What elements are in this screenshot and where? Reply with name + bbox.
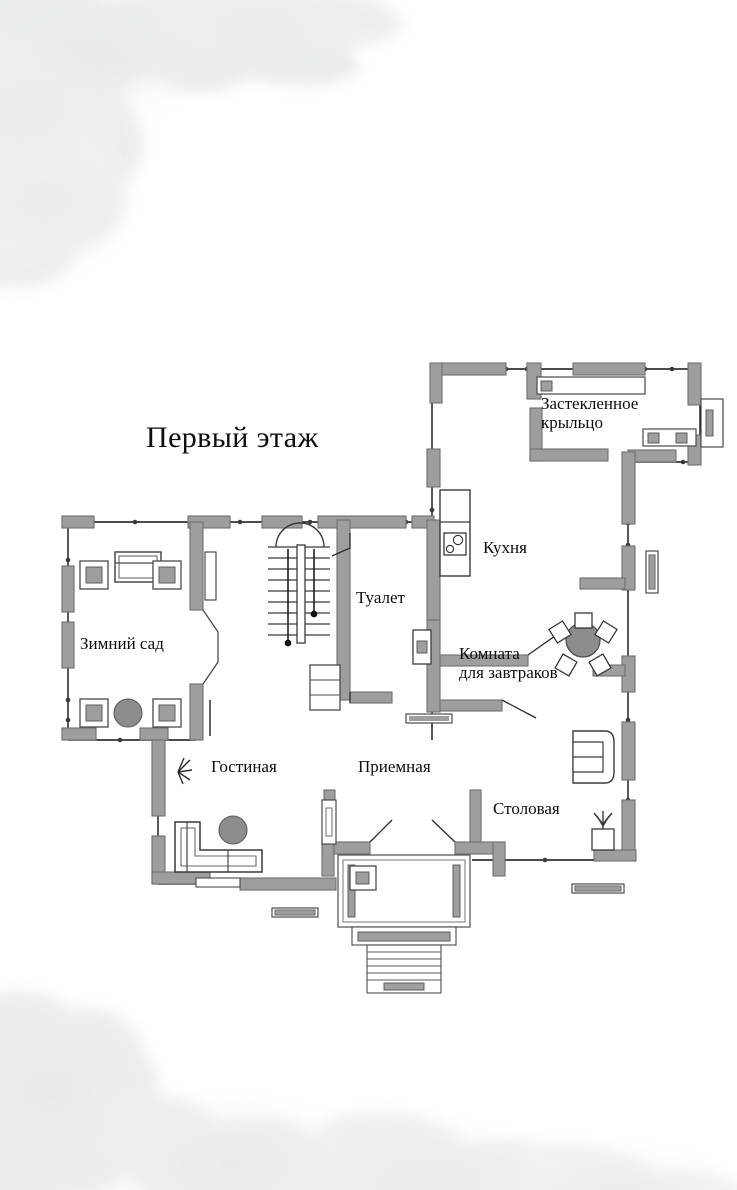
wall-right-a (621, 451, 636, 525)
wall-conservatory-bottom-left (61, 727, 97, 741)
walls (61, 362, 724, 918)
room-label-breakfast-room-line1: Комната (459, 644, 520, 663)
entry-threshold (351, 926, 457, 946)
conservatory-armchair-bottom-left (79, 698, 109, 728)
toilet-fixture (405, 629, 453, 724)
staircase (268, 522, 351, 711)
staircase-rail-center (296, 544, 306, 644)
wall-conservatory-left-mid (61, 565, 75, 613)
conservatory-bay-opening (202, 609, 219, 685)
wall-hall-bottom-stub (349, 691, 393, 704)
wall-porch-top-a (441, 362, 507, 376)
wall-breakfast-bottom (439, 699, 503, 712)
wall-right-bottom (593, 849, 637, 862)
porch-exterior-door (700, 398, 724, 448)
room-label-glazed-porch: Застекленное крыльцо (541, 394, 691, 432)
hall-door-swing (331, 533, 351, 557)
wall-center-upper (426, 448, 441, 488)
living-round-table (218, 815, 248, 845)
stair-lower-flight (309, 664, 341, 711)
wall-reception-vert-right (469, 789, 482, 849)
wall-reception-side-right (492, 841, 506, 877)
dining-sofa (572, 730, 615, 784)
wall-conservatory-right-lower (189, 683, 204, 741)
cloud-decoration-top-left-soft (0, 0, 370, 280)
room-label-reception: Приемная (358, 757, 431, 776)
wall-conservatory-right-upper (189, 521, 204, 611)
wall-top-b (261, 515, 303, 529)
cloud-decoration-bottom-left-soft (0, 1000, 737, 1190)
kitchen-counter (439, 489, 471, 577)
plan-geometry (61, 362, 724, 994)
entry-vestibule (337, 854, 471, 928)
conservatory-armchair-bottom-right (152, 698, 182, 728)
room-label-kitchen: Кухня (483, 538, 527, 557)
wall-porch-top-left (429, 362, 443, 404)
room-label-dining-room: Столовая (493, 799, 560, 818)
conservatory-armchair-top-right (152, 560, 182, 590)
window-right-dining-fill (648, 554, 656, 590)
wall-living-left-top (139, 727, 169, 741)
wall-top-left-corner (61, 515, 95, 529)
conservatory-round-table (113, 698, 143, 728)
room-label-living-room: Гостиная (211, 757, 277, 776)
wall-top-c (317, 515, 407, 529)
wall-kitchen-vert (426, 519, 441, 621)
room-label-conservatory: Зимний сад (80, 634, 164, 653)
room-label-toilet: Туалет (356, 588, 405, 607)
room-label-breakfast-room-line2: для завтраков (459, 663, 558, 683)
window-bottom-dining-fill (574, 885, 622, 892)
room-label-breakfast-room: Комната для завтраков (459, 644, 599, 682)
wall-living-left (151, 739, 166, 817)
dining-potted-plant (591, 811, 615, 851)
reception-window-strip (195, 877, 241, 888)
breakfast-table-set (548, 612, 618, 677)
wall-porch-inner-horz (529, 448, 609, 462)
window-conservatory-upper (204, 551, 217, 601)
living-plant (177, 757, 193, 785)
staircase-rail-arc (275, 522, 325, 548)
wall-breakfast-stub (579, 577, 626, 590)
conservatory-armchair-top-left (79, 560, 109, 590)
room-label-glazed-porch-line1: Застекленное (541, 394, 639, 413)
wall-living-bottom-b (239, 877, 337, 891)
wall-porch-top-c (572, 362, 646, 376)
wall-conservatory-left-lower (61, 621, 75, 669)
living-sectional-sofa (174, 821, 263, 873)
entry-steps (366, 944, 442, 994)
wall-porch-top-right (687, 362, 702, 406)
porch-bench-right (642, 428, 697, 447)
window-bottom-living-fill (274, 909, 316, 916)
staircase-direction-arrows (284, 549, 318, 647)
wall-right-d (621, 721, 636, 781)
window-reception-left-fill (325, 807, 333, 837)
conservatory-furniture (79, 551, 182, 728)
porch-bench-top (536, 376, 646, 395)
wall-reception-side-left (321, 841, 335, 877)
wall-right-e (621, 799, 636, 851)
page-title: Первый этаж (146, 421, 319, 454)
room-label-glazed-porch-line2: крыльцо (541, 413, 604, 433)
wall-hall-vert (336, 519, 351, 701)
